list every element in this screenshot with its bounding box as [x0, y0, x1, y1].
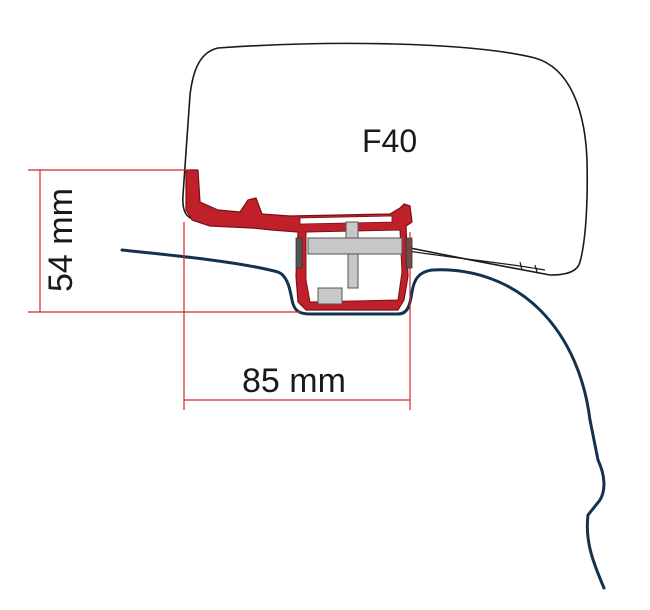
clamp-side-plate-right: [405, 237, 413, 269]
height-dimension: 54 mm: [28, 169, 300, 313]
height-dimension-label: 54 mm: [42, 188, 80, 292]
clamp-bolt-head: [345, 221, 359, 239]
adapter-upper-slot: [299, 215, 393, 225]
clamp-block-top: [307, 237, 403, 255]
vehicle-roof-profile: [120, 248, 606, 590]
clamp-foot: [317, 287, 343, 305]
width-dimension: 85 mm: [183, 222, 411, 410]
housing-lower-edge-detail: [401, 249, 546, 273]
width-dimension-label: 85 mm: [242, 362, 346, 400]
model-label: F40: [362, 123, 417, 159]
clamp-side-plate: [295, 237, 303, 269]
clamp-bolt-shaft: [347, 253, 359, 289]
